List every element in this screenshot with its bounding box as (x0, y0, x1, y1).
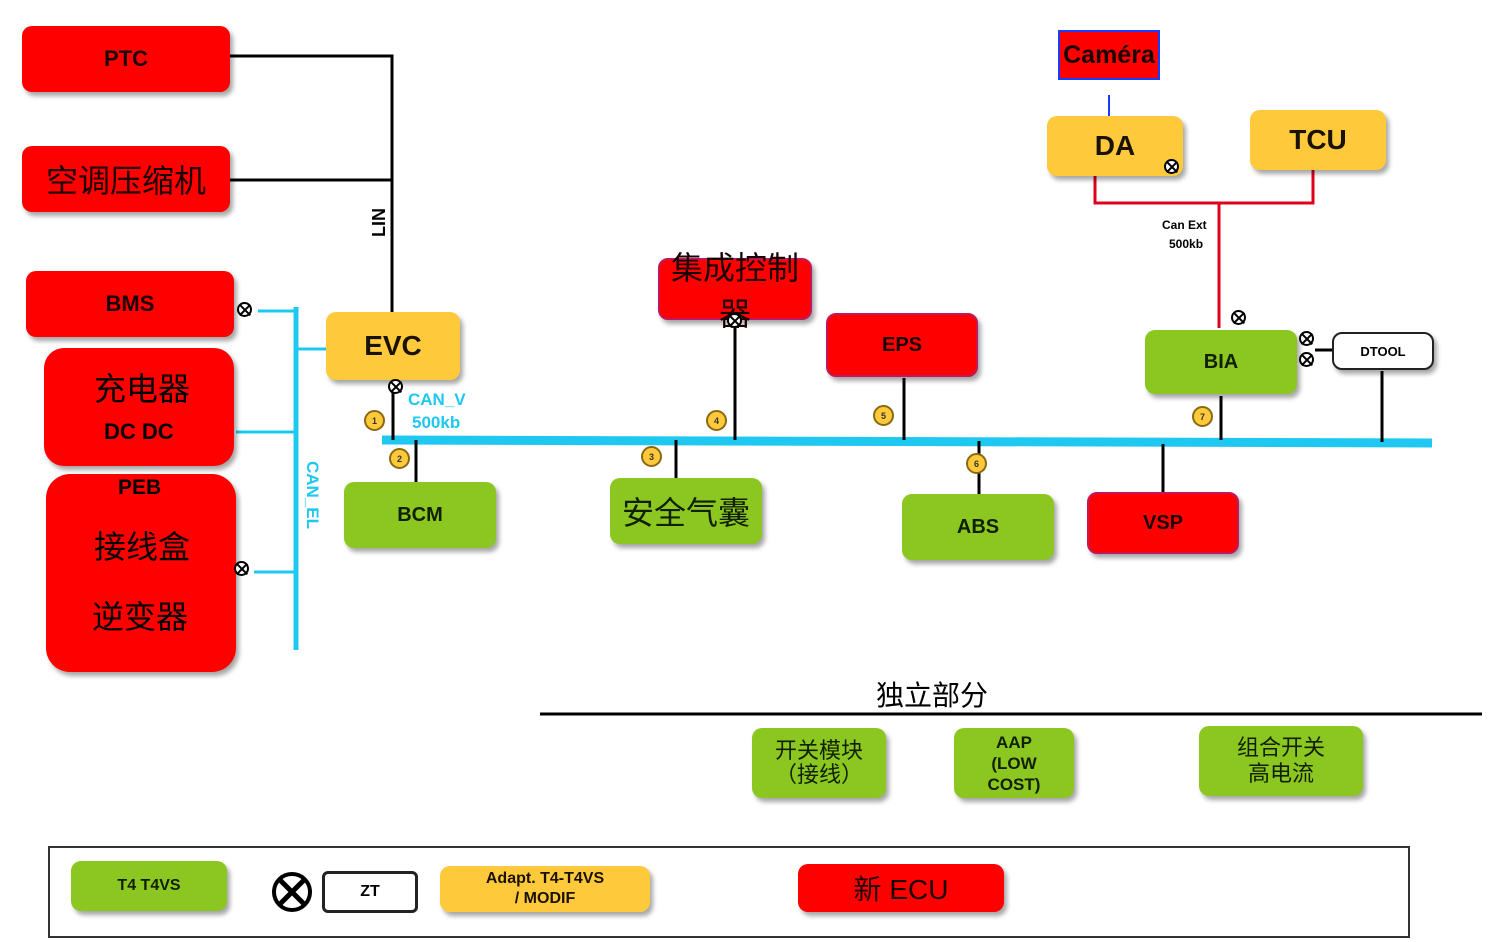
legend-zt: ZT (322, 871, 418, 913)
aap-node[interactable]: AAP (LOW COST) (954, 728, 1074, 798)
aap-line1: AAP (996, 732, 1032, 752)
zt-bia-right1-icon (1299, 331, 1314, 346)
legend-new-ecu: 新 ECU (798, 864, 1004, 912)
bia-node[interactable]: BIA (1145, 330, 1297, 394)
legend-adapt-line2: / MODIF (514, 890, 576, 907)
vsp-node[interactable]: VSP (1087, 492, 1239, 554)
zt-da-icon (1164, 159, 1179, 174)
peb-label: PEB (118, 476, 162, 499)
legend-zt-icon (272, 872, 312, 912)
aap-line2: (LOW (991, 753, 1037, 773)
tcu-node[interactable]: TCU (1250, 110, 1386, 170)
combo-switch-node[interactable]: 组合开关 高电流 (1199, 726, 1363, 796)
airbag-node[interactable]: 安全气囊 (610, 478, 762, 544)
switch-module-line1: 开关模块 (774, 738, 863, 763)
evc-node[interactable]: EVC (326, 312, 460, 380)
charger-label: 充电器 (94, 371, 191, 407)
can-ext-label: Can Ext (1162, 218, 1207, 232)
combo-switch-line2: 高电流 (1247, 761, 1314, 786)
zt-integrated-icon (727, 313, 742, 328)
da-node[interactable]: DA (1047, 116, 1183, 176)
badge-1: 1 (364, 410, 385, 431)
ptc-node[interactable]: PTC (22, 26, 230, 92)
ac-compressor-node[interactable]: 空调压缩机 (22, 146, 230, 212)
peb-group[interactable] (46, 474, 236, 672)
badge-2: 2 (389, 448, 410, 469)
abs-node[interactable]: ABS (902, 494, 1054, 560)
zt-bia-top-icon (1231, 310, 1246, 325)
integrated-controller-node[interactable]: 集成控制器 (658, 250, 812, 332)
switch-module-node[interactable]: 开关模块 （接线） (752, 728, 886, 798)
badge-4: 4 (706, 410, 727, 431)
eps-node[interactable]: EPS (826, 313, 978, 377)
can-v-speed-label: 500kb (412, 413, 461, 432)
camera-node[interactable]: Caméra (1058, 30, 1160, 80)
independent-title: 独立部分 (876, 680, 989, 711)
switch-module-line2: （接线） (774, 762, 863, 787)
dtool-node[interactable]: DTOOL (1332, 332, 1434, 370)
bms-node[interactable]: BMS (26, 271, 234, 337)
badge-5: 5 (873, 405, 894, 426)
badge-6: 6 (966, 453, 987, 474)
charger-group (44, 348, 234, 466)
can-el-label: CAN_EL (303, 460, 323, 530)
inverter-label: 逆变器 (92, 599, 189, 635)
can-ext-speed-label: 500kb (1169, 237, 1204, 251)
junction-box-label: 接线盒 (94, 529, 191, 565)
zt-evc-icon (388, 379, 403, 394)
can-v-label: CAN_V (408, 390, 466, 409)
dcdc-label: DC DC (104, 419, 174, 444)
zt-bms-icon (237, 302, 252, 317)
legend-t4: T4 T4VS (71, 861, 227, 911)
badge-3: 3 (641, 446, 662, 467)
legend-adapt-line1: Adapt. T4-T4VS (485, 870, 605, 887)
aap-line3: COST) (987, 774, 1041, 794)
badge-7: 7 (1192, 406, 1213, 427)
zt-peb-icon (234, 561, 249, 576)
combo-switch-line1: 组合开关 (1236, 735, 1325, 760)
zt-bia-right2-icon (1299, 352, 1314, 367)
lin-line-ptc (230, 54, 394, 318)
legend-panel (48, 846, 1410, 938)
legend-adapt: Adapt. T4-T4VS / MODIF (440, 866, 650, 912)
bcm-node[interactable]: BCM (344, 482, 496, 548)
can-ext-da (1093, 170, 1315, 205)
can-v-bus (381, 435, 1433, 448)
lin-label: LIN (369, 208, 389, 237)
